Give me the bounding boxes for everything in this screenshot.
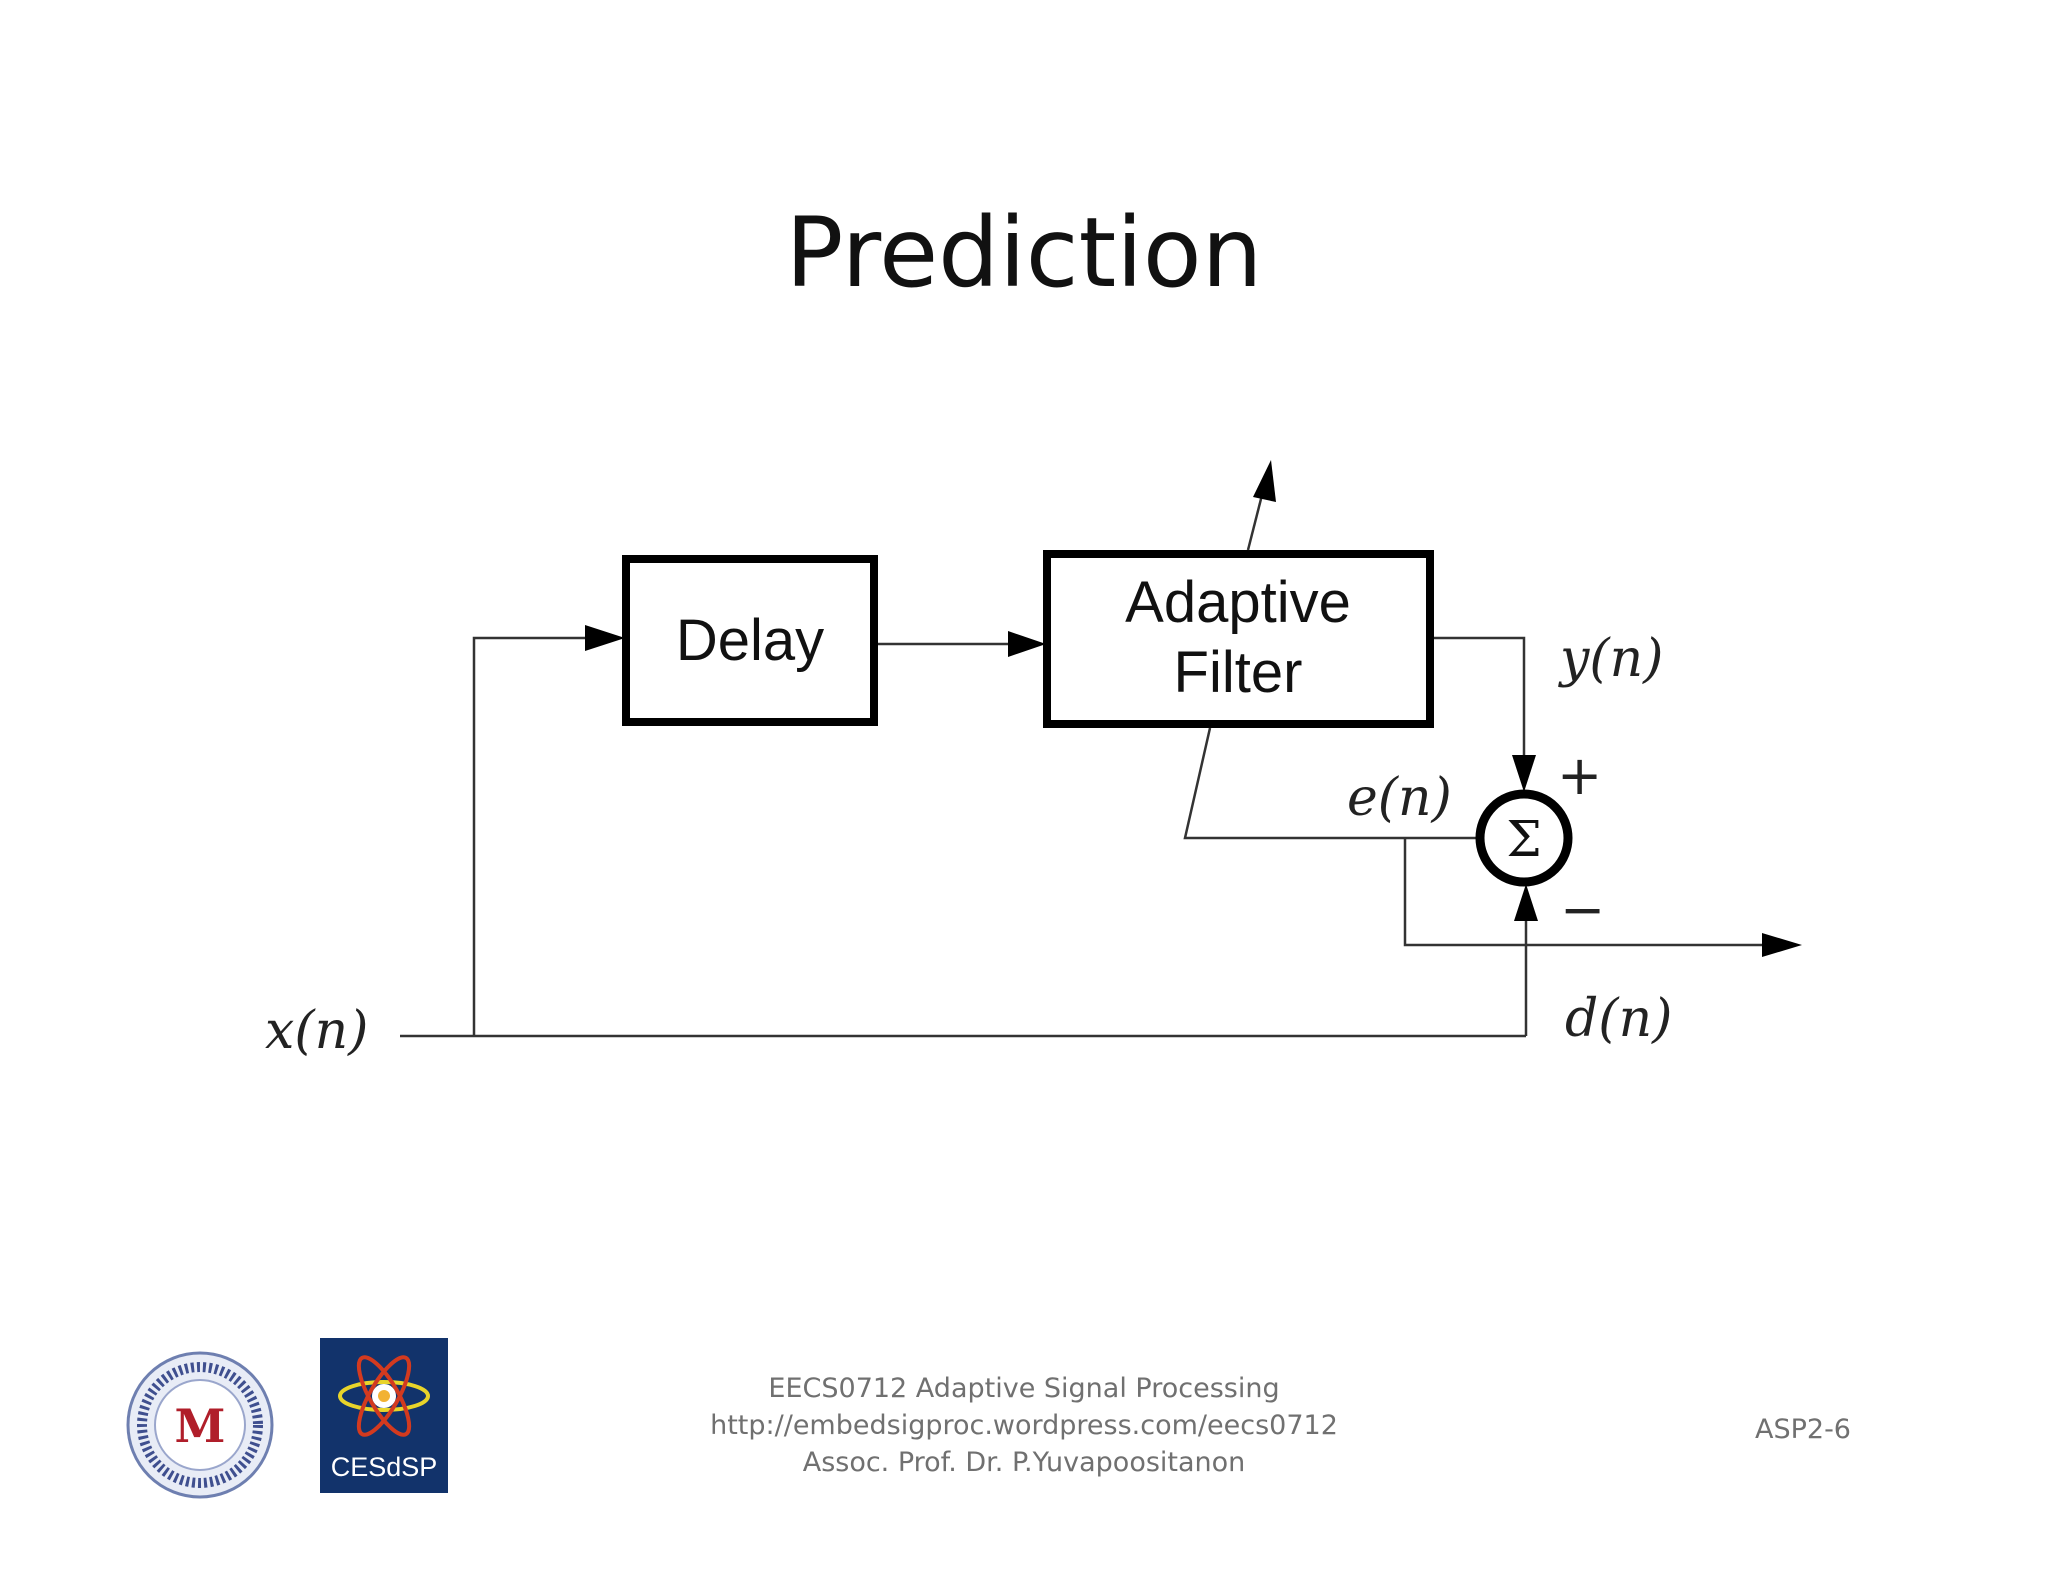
summer-circle bbox=[1475, 789, 1573, 887]
summer-plus-arrow bbox=[1512, 755, 1536, 792]
signal-d-label: d(n) bbox=[1565, 989, 1672, 1049]
adaptation-arrow-line bbox=[1246, 494, 1264, 551]
seal-letter: M bbox=[175, 1399, 226, 1453]
footer-url: http://embedsigproc.wordpress.com/eecs07… bbox=[710, 1410, 1338, 1441]
page-number: ASP2-6 bbox=[1755, 1414, 1851, 1445]
plus-sign: + bbox=[1557, 744, 1602, 807]
adaptive-filter-block bbox=[1043, 550, 1434, 728]
signal-e-label: e(n) bbox=[1347, 768, 1452, 828]
footer-course: EECS0712 Adaptive Signal Processing bbox=[768, 1373, 1280, 1404]
delay-label: Delay bbox=[676, 608, 824, 673]
atom-icon bbox=[338, 1355, 430, 1437]
error-output-wire bbox=[1403, 838, 1762, 947]
adaptation-arrow-head bbox=[1253, 460, 1276, 502]
adaptive-filter-label-line2: Filter bbox=[1174, 640, 1303, 705]
footer-info: EECS0712 Adaptive Signal Processing http… bbox=[0, 1370, 2048, 1481]
summer-minus-arrow bbox=[1514, 884, 1538, 921]
slide-title: Prediction bbox=[785, 197, 1263, 309]
university-seal-logo: M bbox=[126, 1351, 274, 1499]
adaptive-filter-label-line1: Adaptive bbox=[1125, 570, 1351, 635]
cesdsp-logo: CESdSP bbox=[320, 1338, 448, 1493]
minus-sign: − bbox=[1560, 878, 1605, 941]
filter-input-arrow bbox=[1008, 631, 1046, 657]
delay-input-arrow bbox=[585, 625, 625, 651]
signal-y-label: y(n) bbox=[1558, 629, 1663, 689]
cesdsp-logo-text: CESdSP bbox=[330, 1452, 438, 1482]
delay-input-wire bbox=[472, 636, 585, 1036]
footer-author: Assoc. Prof. Dr. P.Yuvapoositanon bbox=[802, 1447, 1246, 1478]
delay-block bbox=[622, 555, 878, 726]
filter-output-wire bbox=[1434, 636, 1526, 755]
summer-symbol: Σ bbox=[1506, 810, 1541, 868]
error-feedback-wire bbox=[1183, 727, 1476, 840]
signal-x-label: x(n) bbox=[265, 1001, 368, 1061]
error-output-arrow bbox=[1762, 933, 1802, 957]
